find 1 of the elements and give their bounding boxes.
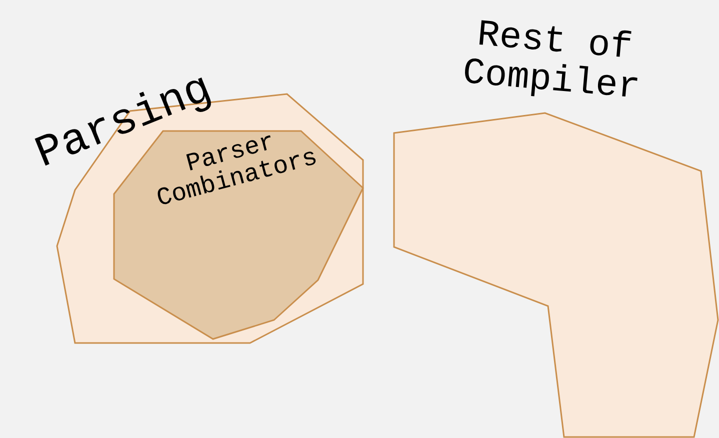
region-label: Rest of Compiler — [460, 14, 643, 112]
